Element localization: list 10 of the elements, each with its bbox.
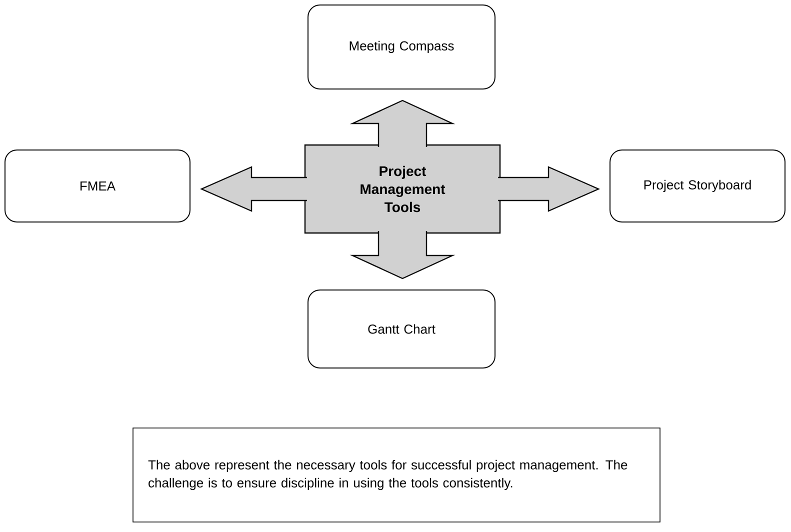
tool-box: Meeting Compass [308, 4, 496, 90]
tool-box: Gantt Chart [308, 290, 496, 368]
block-arrow [350, 230, 456, 280]
hub-block: Project Management Tools [304, 144, 501, 234]
tool-box: FMEA [4, 150, 190, 222]
block-arrow [200, 166, 308, 212]
block-arrow [350, 100, 456, 148]
tool-box: Project Storyboard [610, 150, 786, 222]
block-arrow [498, 166, 600, 212]
note-box: The above represent the necessary tools for successful project management. The challenge is to ensure discipline in using the tools consistently. [132, 428, 660, 522]
